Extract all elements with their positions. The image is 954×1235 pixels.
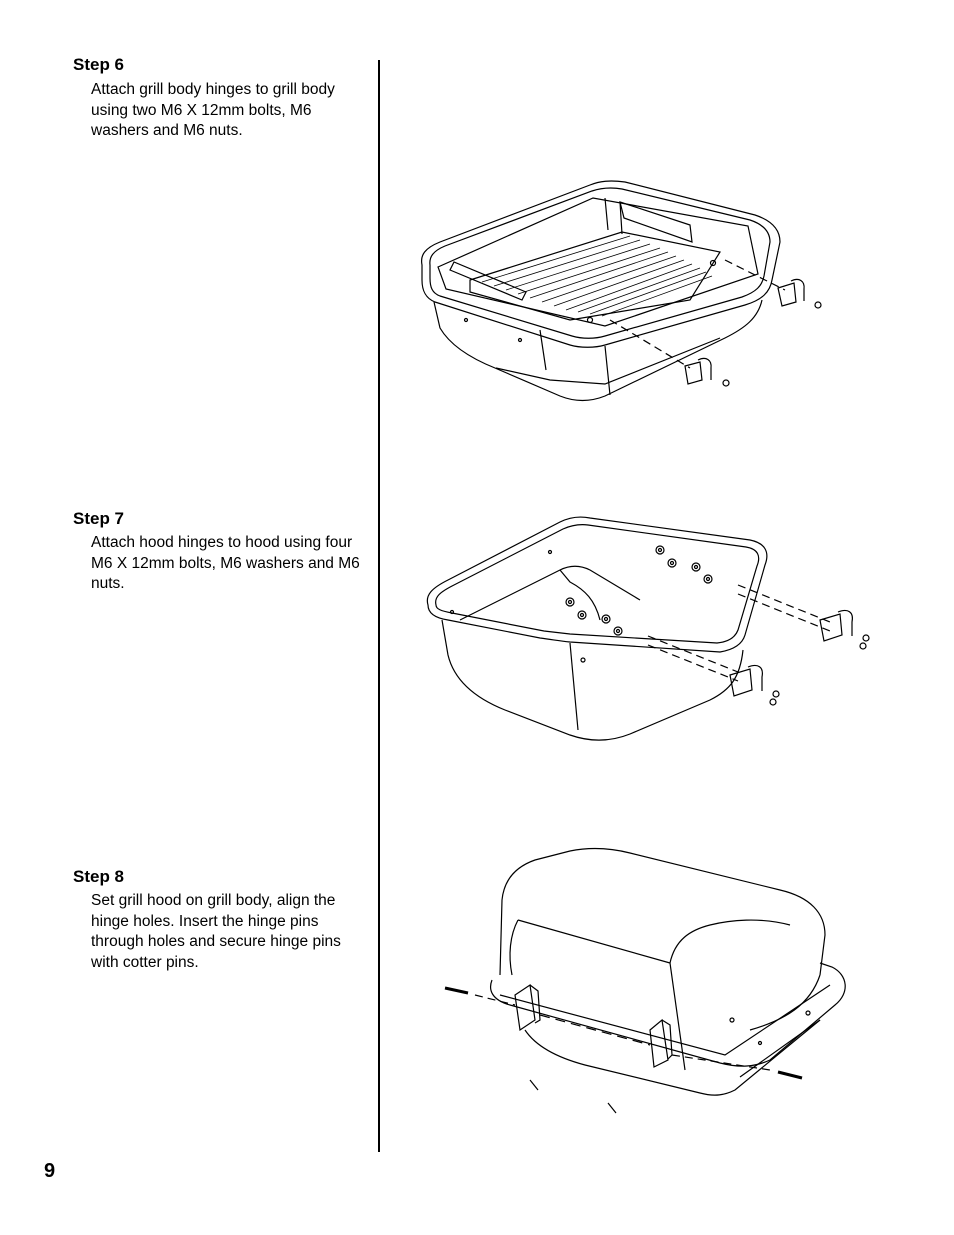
step-6-instructions: Attach grill body hinges to grill body u…	[91, 81, 335, 140]
hood-hinge-diagram	[420, 510, 880, 750]
column-divider	[378, 60, 380, 1152]
step-7-title: Step 7	[73, 509, 125, 528]
step-7-instructions: Attach hood hinges to hood using four M6…	[91, 534, 360, 593]
hood-assembly-diagram	[440, 845, 850, 1120]
step-6-title: Step 6	[73, 55, 125, 74]
grill-body-hinge-diagram	[400, 170, 840, 420]
step-8-title: Step 8	[73, 867, 125, 886]
page-number: 9	[44, 1160, 56, 1182]
step-8-instructions: Set grill hood on grill body, align the …	[91, 892, 341, 972]
